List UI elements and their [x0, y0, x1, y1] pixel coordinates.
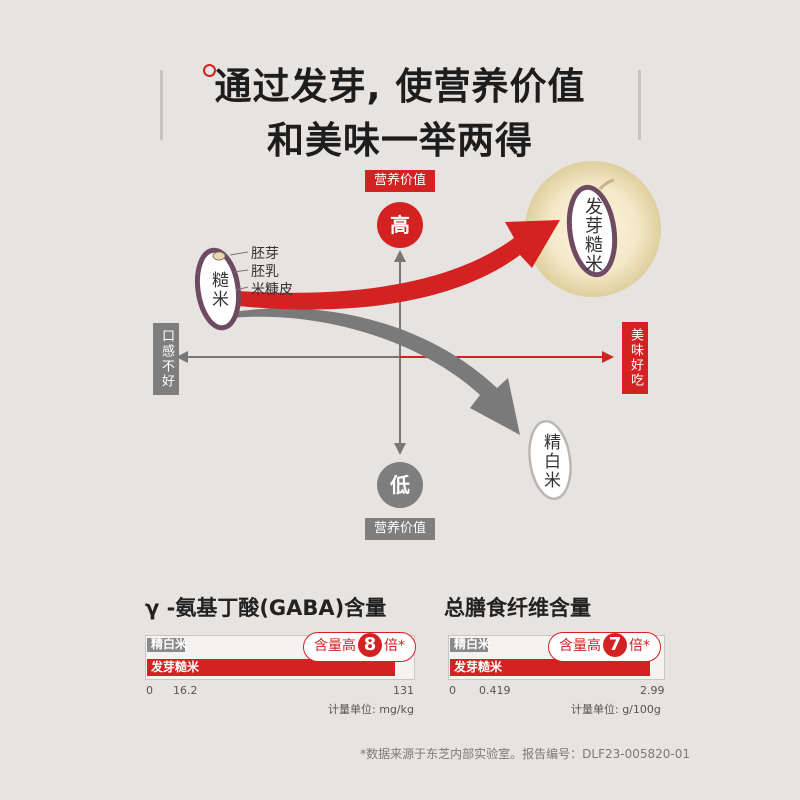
axis-arrow-down-icon	[394, 443, 406, 455]
gaba-tick-1: 16.2	[173, 684, 198, 697]
gaba-chart-title: γ -氨基丁酸(GABA)含量	[145, 596, 387, 620]
part-pointer-1	[229, 251, 249, 256]
gaba-label-white-rice: 精白米	[151, 637, 188, 651]
red-arrow	[238, 220, 560, 310]
gaba-bar-white-rice	[147, 638, 185, 652]
fiber-label-white-rice: 精白米	[454, 637, 491, 651]
axis-arrow-right-icon	[602, 351, 614, 363]
bottom-axis-label: 营养价值	[365, 518, 435, 540]
title-line-1: 通过发芽, 使营养价值	[214, 65, 586, 108]
germinated-rice-grain	[566, 178, 618, 278]
fiber-tick-1: 0.419	[479, 684, 511, 697]
fiber-callout-suffix: 倍*	[629, 638, 650, 654]
fiber-label-germinated: 发芽糙米	[454, 660, 503, 674]
footnote: *数据来源于东芝内部实验室。报告编号：DLF23-005820-01	[360, 747, 690, 761]
fiber-unit: 计量单位: g/100g	[571, 703, 661, 716]
part-pointer-3	[235, 286, 249, 291]
right-axis-label: 美味好吃	[622, 322, 648, 394]
part-bran: 米糠皮	[251, 282, 293, 298]
fiber-callout-prefix: 含量高	[559, 638, 601, 654]
gaba-callout-multiple: 8	[358, 633, 382, 657]
low-badge: 低	[377, 462, 423, 508]
axis-arrow-left-icon	[176, 351, 188, 363]
gaba-tick-0: 0	[146, 684, 153, 697]
part-germ: 胚芽	[251, 246, 279, 262]
gaba-tick-2: 131	[393, 684, 414, 697]
part-endosperm: 胚乳	[251, 264, 279, 280]
brown-rice-label: 糙米	[208, 271, 228, 309]
fiber-bar-white-rice	[450, 638, 488, 652]
gray-arrow	[232, 308, 520, 435]
title-line-2: 和美味一举两得	[267, 119, 533, 162]
fiber-callout-multiple: 7	[603, 633, 627, 657]
gaba-callout-prefix: 含量高	[314, 638, 356, 654]
germinated-rice-label: 发芽糙米	[582, 197, 603, 273]
fiber-tick-0: 0	[449, 684, 456, 697]
title-bracket-right	[638, 70, 641, 140]
gaba-label-germinated: 发芽糙米	[151, 660, 200, 674]
part-pointer-2	[233, 269, 249, 273]
title-dot-icon	[203, 64, 216, 77]
brown-rice-grain	[194, 247, 242, 331]
gaba-callout-suffix: 倍*	[384, 638, 405, 654]
fiber-bar-germinated	[450, 659, 650, 676]
gaba-bar-germinated	[147, 659, 395, 676]
white-rice-label: 精白米	[540, 432, 560, 490]
axis-arrow-up-icon	[394, 250, 406, 262]
fiber-tick-2: 2.99	[640, 684, 665, 697]
white-rice-grain	[528, 420, 572, 500]
top-axis-label: 营养价值	[365, 170, 435, 192]
fiber-chart-title: 总膳食纤维含量	[444, 596, 591, 620]
high-badge: 高	[377, 202, 423, 248]
left-axis-label: 口感不好	[153, 323, 179, 395]
gaba-unit: 计量单位: mg/kg	[328, 703, 414, 716]
title-bracket-left	[160, 70, 163, 140]
